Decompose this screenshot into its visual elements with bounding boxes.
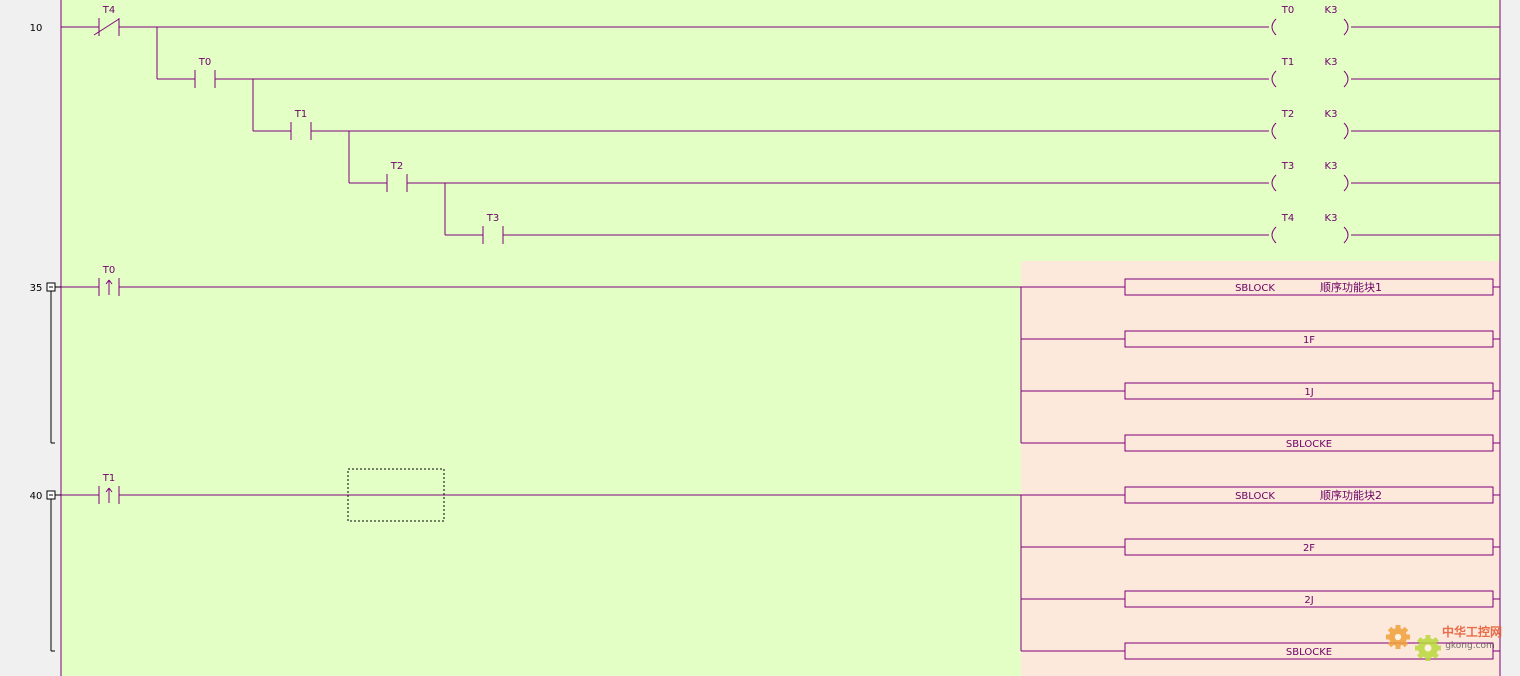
coil-value-label: K3 [1325,57,1338,68]
timer-coil[interactable] [1271,70,1349,88]
instruction-op: SBLOCK [1235,491,1275,502]
instruction-op: SBLOCKE [1286,647,1332,658]
coil-value-label: K3 [1325,5,1338,16]
coil-device-label: T2 [1281,109,1294,120]
watermark-brand-text: 中华工控网 [1442,624,1502,639]
instruction-op: 2F [1303,543,1315,554]
timer-coil[interactable] [1271,226,1349,244]
coil-value-label: K3 [1325,161,1338,172]
instruction-op: 1F [1303,335,1315,346]
gear-icon [1415,635,1441,661]
collapse-toggle-icon[interactable] [46,490,56,500]
instruction-op: SBLOCKE [1286,439,1332,450]
instruction-comment: 顺序功能块1 [1320,280,1382,294]
timer-coil[interactable] [1271,18,1349,36]
coil-value-label: K3 [1325,109,1338,120]
contact-label: T1 [294,109,307,120]
coil-device-label: T0 [1281,5,1294,16]
coil-device-label: T3 [1281,161,1294,172]
step-number: 35 [30,283,43,294]
contact-label: T0 [198,57,211,68]
coil-device-label: T4 [1281,213,1294,224]
instruction-op: 2J [1304,595,1313,606]
instruction-comment: 顺序功能块2 [1320,488,1382,502]
contact-label: T0 [102,265,115,276]
sequence-block-region [1021,261,1500,676]
contact-label: T2 [390,161,403,172]
collapse-toggle-icon[interactable] [46,282,56,292]
contact-label: T1 [102,473,115,484]
gkong-watermark: 中华工控网 gkong.com [1386,624,1502,661]
instruction-op: SBLOCK [1235,283,1275,294]
step-number: 10 [30,23,43,34]
contact-label: T3 [486,213,499,224]
timer-coil[interactable] [1271,122,1349,140]
timer-coil[interactable] [1271,174,1349,192]
watermark-domain-text: gkong.com [1445,641,1495,651]
coil-value-label: K3 [1325,213,1338,224]
coil-device-label: T1 [1281,57,1294,68]
cell-selection-cursor[interactable] [347,468,445,522]
instruction-op: 1J [1304,387,1313,398]
contact-label: T4 [102,5,115,16]
step-number: 40 [30,491,43,502]
gear-icon [1386,625,1410,649]
